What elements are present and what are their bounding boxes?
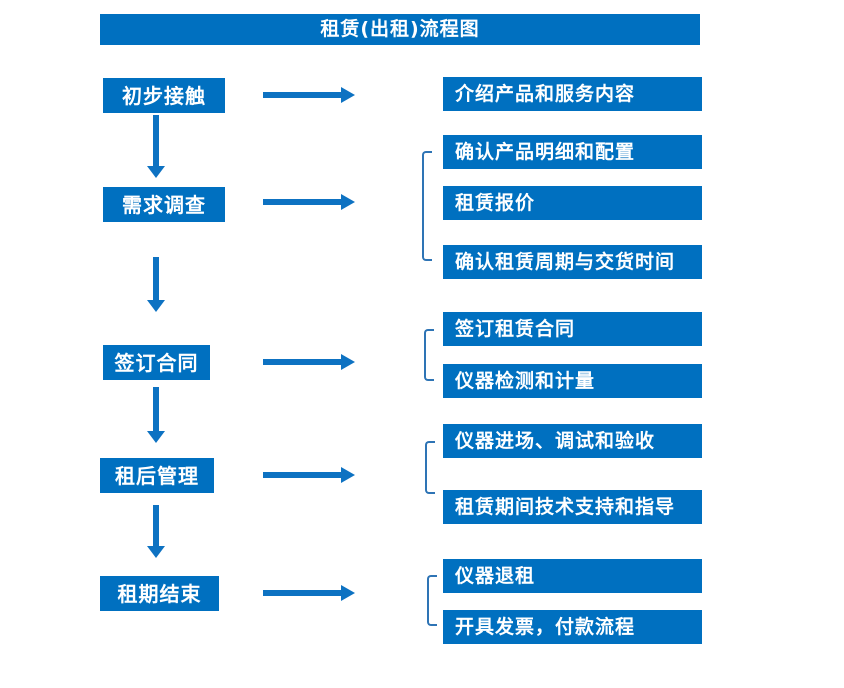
right-arrow-head-icon [341, 87, 355, 103]
detail-box: 确认产品明细和配置 [443, 135, 702, 169]
right-arrow-shaft [263, 472, 341, 478]
down-arrow-shaft [153, 505, 159, 546]
right-arrow-head-icon [341, 467, 355, 483]
right-arrow-4 [263, 467, 355, 483]
group-bracket-demand-survey [422, 151, 432, 261]
down-arrow-3 [147, 387, 165, 443]
right-arrow-head-icon [341, 354, 355, 370]
detail-box: 仪器检测和计量 [443, 364, 702, 398]
detail-box: 租赁期间技术支持和指导 [443, 490, 702, 524]
down-arrow-head-icon [147, 166, 165, 178]
detail-box: 介绍产品和服务内容 [443, 77, 702, 111]
right-arrow-5 [263, 585, 355, 601]
down-arrow-shaft [153, 115, 159, 166]
right-arrow-shaft [263, 92, 341, 98]
detail-box: 确认租赁周期与交货时间 [443, 245, 702, 279]
down-arrow-shaft [153, 387, 159, 431]
down-arrow-2 [147, 257, 165, 312]
step-box-demand-survey: 需求调查 [103, 187, 225, 222]
down-arrow-head-icon [147, 300, 165, 312]
right-arrow-shaft [263, 199, 341, 205]
right-arrow-1 [263, 87, 355, 103]
group-bracket-post-rental [425, 441, 435, 494]
group-bracket-lease-end [427, 575, 437, 626]
detail-box: 开具发票，付款流程 [443, 610, 702, 644]
group-bracket-sign-contract [424, 329, 434, 381]
detail-box: 租赁报价 [443, 186, 702, 220]
down-arrow-head-icon [147, 431, 165, 443]
down-arrow-4 [147, 505, 165, 558]
step-box-post-rental: 租后管理 [100, 458, 214, 493]
down-arrow-shaft [153, 257, 159, 300]
detail-box: 仪器退租 [443, 559, 702, 593]
down-arrow-1 [147, 115, 165, 178]
down-arrow-head-icon [147, 546, 165, 558]
right-arrow-shaft [263, 359, 341, 365]
flowchart-title: 租赁(出租)流程图 [100, 14, 700, 45]
right-arrow-3 [263, 354, 355, 370]
step-box-sign-contract: 签订合同 [103, 345, 210, 380]
detail-box: 签订租赁合同 [443, 312, 702, 346]
right-arrow-2 [263, 194, 355, 210]
step-box-lease-end: 租期结束 [100, 576, 219, 611]
detail-box: 仪器进场、调试和验收 [443, 424, 702, 458]
right-arrow-head-icon [341, 585, 355, 601]
right-arrow-shaft [263, 590, 341, 596]
step-box-initial-contact: 初步接触 [103, 78, 225, 113]
right-arrow-head-icon [341, 194, 355, 210]
